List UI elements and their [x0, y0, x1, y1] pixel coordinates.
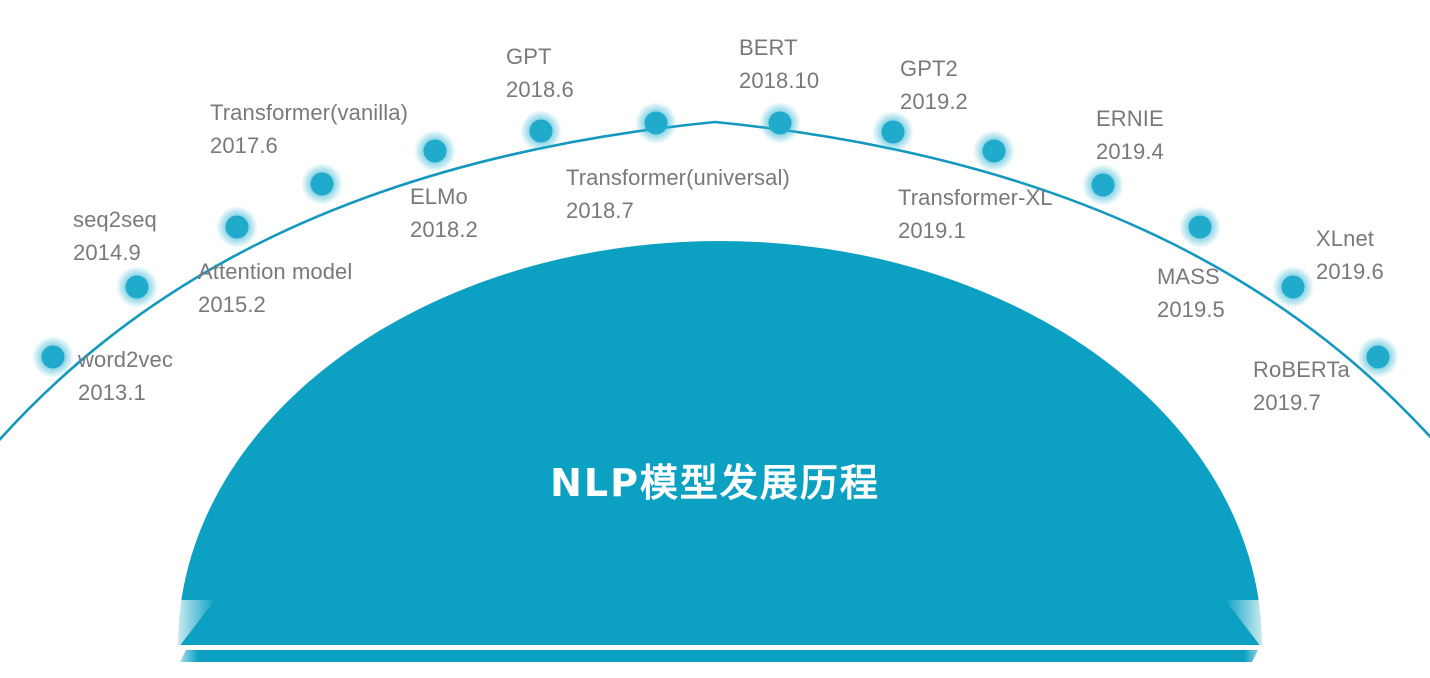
node-ernie[interactable]: [1082, 164, 1124, 206]
label-mass-name: MASS: [1157, 264, 1220, 289]
label-transformer-universal: Transformer(universal) 2018.7: [566, 161, 790, 227]
node-gpt[interactable]: [520, 110, 562, 152]
timeline-curve: [0, 120, 1430, 442]
node-elmo[interactable]: [414, 130, 456, 172]
label-bert: BERT 2018.10: [739, 31, 819, 97]
dome-base-bar: [170, 648, 1272, 666]
label-ernie: ERNIE 2019.4: [1096, 102, 1164, 168]
label-gpt2-date: 2019.2: [900, 89, 968, 114]
label-gpt-name: GPT: [506, 44, 552, 69]
label-xlnet: XLnet 2019.6: [1316, 222, 1384, 288]
label-bert-date: 2018.10: [739, 68, 820, 93]
label-transformer-universal-name: Transformer(universal): [566, 165, 790, 190]
dome-title: NLP模型发展历程: [550, 461, 880, 505]
node-transformer-universal[interactable]: [635, 102, 677, 144]
label-xlnet-name: XLnet: [1316, 226, 1374, 251]
label-elmo-date: 2018.2: [410, 217, 478, 242]
label-seq2seq-name: seq2seq: [73, 207, 157, 232]
node-transformer-xl[interactable]: [973, 130, 1015, 172]
label-transformer-xl-name: Transformer-XL: [898, 185, 1053, 210]
milestone-nodes: [32, 102, 1399, 378]
label-transformer-vanilla-date: 2017.6: [210, 133, 278, 158]
node-transformer-vanilla[interactable]: [301, 163, 343, 205]
label-transformer-universal-date: 2018.7: [566, 198, 634, 223]
node-roberta[interactable]: [1357, 336, 1399, 378]
label-roberta: RoBERTa 2019.7: [1253, 353, 1350, 419]
label-transformer-xl-date: 2019.1: [898, 218, 966, 243]
label-transformer-vanilla: Transformer(vanilla) 2017.6: [210, 96, 408, 162]
label-seq2seq: seq2seq 2014.9: [73, 203, 157, 269]
label-attention-model-name: Attention model: [198, 259, 353, 284]
label-gpt2-name: GPT2: [900, 56, 958, 81]
label-transformer-xl: Transformer-XL 2019.1: [898, 181, 1053, 247]
label-seq2seq-date: 2014.9: [73, 240, 141, 265]
label-word2vec-date: 2013.1: [78, 380, 146, 405]
node-word2vec[interactable]: [32, 336, 74, 378]
label-elmo-name: ELMo: [410, 184, 468, 209]
dome-shape: [170, 241, 1270, 648]
label-mass: MASS 2019.5: [1157, 260, 1225, 326]
node-mass[interactable]: [1179, 206, 1221, 248]
label-word2vec: word2vec 2013.1: [78, 343, 173, 409]
label-gpt2: GPT2 2019.2: [900, 52, 968, 118]
node-xlnet[interactable]: [1272, 266, 1314, 308]
label-elmo: ELMo 2018.2: [410, 180, 478, 246]
label-gpt-date: 2018.6: [506, 77, 574, 102]
label-transformer-vanilla-name: Transformer(vanilla): [210, 100, 409, 125]
label-bert-name: BERT: [739, 35, 798, 60]
label-ernie-date: 2019.4: [1096, 139, 1164, 164]
label-ernie-name: ERNIE: [1096, 106, 1164, 131]
label-gpt: GPT 2018.6: [506, 40, 574, 106]
label-attention-model-date: 2015.2: [198, 292, 266, 317]
node-gpt2[interactable]: [872, 111, 914, 153]
label-mass-date: 2019.5: [1157, 297, 1225, 322]
node-bert[interactable]: [759, 102, 801, 144]
label-roberta-name: RoBERTa: [1253, 357, 1350, 382]
node-seq2seq[interactable]: [116, 266, 158, 308]
label-attention-model: Attention model 2015.2: [198, 255, 352, 321]
label-word2vec-name: word2vec: [78, 347, 173, 372]
label-xlnet-date: 2019.6: [1316, 259, 1384, 284]
label-roberta-date: 2019.7: [1253, 390, 1321, 415]
node-attention-model[interactable]: [216, 206, 258, 248]
